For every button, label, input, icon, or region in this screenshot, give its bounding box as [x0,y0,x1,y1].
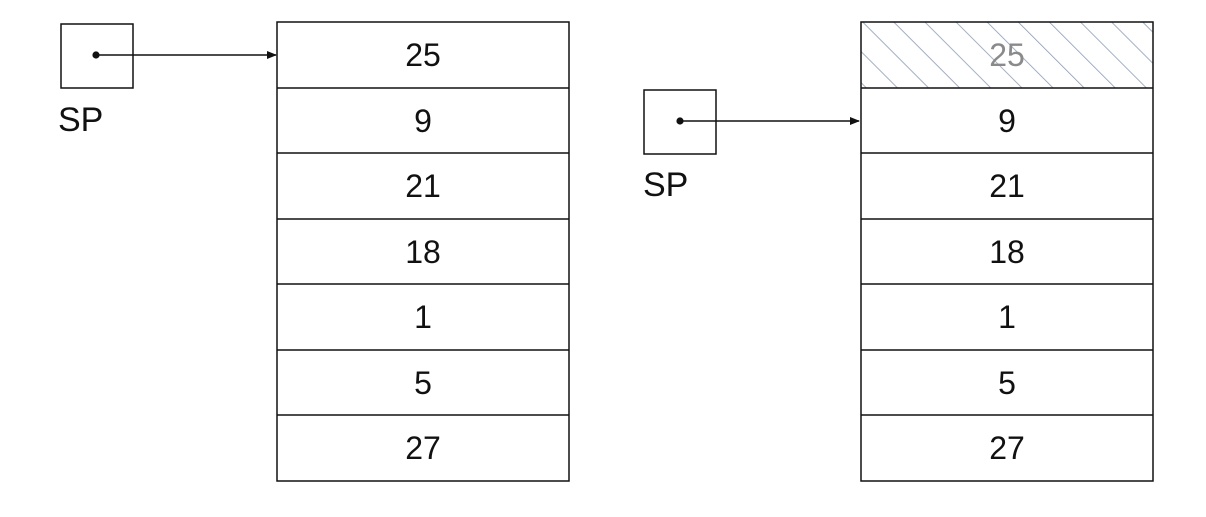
left-panel: SP 25 9 21 18 1 5 27 [58,21,570,482]
left-stack-cell-4: 1 [414,299,432,335]
left-stack-cell-5: 5 [414,365,432,401]
right-stack-cell-5: 5 [998,365,1016,401]
left-stack-pointer: SP [58,23,277,139]
right-stack-cell-0-popped: 25 [989,37,1025,73]
left-stack-cell-6: 27 [405,430,441,466]
left-stack-cell-1: 9 [414,103,432,139]
right-stack-cell-1: 9 [998,103,1016,139]
right-panel: SP 25 9 21 18 1 5 27 [643,21,1154,482]
right-stack: 25 9 21 18 1 5 27 [860,21,1154,482]
popped-cell-hatch [861,22,1153,88]
left-sp-label: SP [58,101,103,139]
left-stack-cell-3: 18 [405,234,441,270]
right-stack-cell-6: 27 [989,430,1025,466]
right-stack-cell-2: 21 [989,168,1025,204]
right-sp-label: SP [643,166,688,204]
right-stack-cell-3: 18 [989,234,1025,270]
left-stack-cell-0: 25 [405,37,441,73]
right-stack-frame [860,21,1154,482]
left-stack-cell-2: 21 [405,168,441,204]
left-stack: 25 9 21 18 1 5 27 [276,21,570,482]
left-stack-frame [276,21,570,482]
right-stack-pointer: SP [643,89,860,204]
right-stack-cell-4: 1 [998,299,1016,335]
